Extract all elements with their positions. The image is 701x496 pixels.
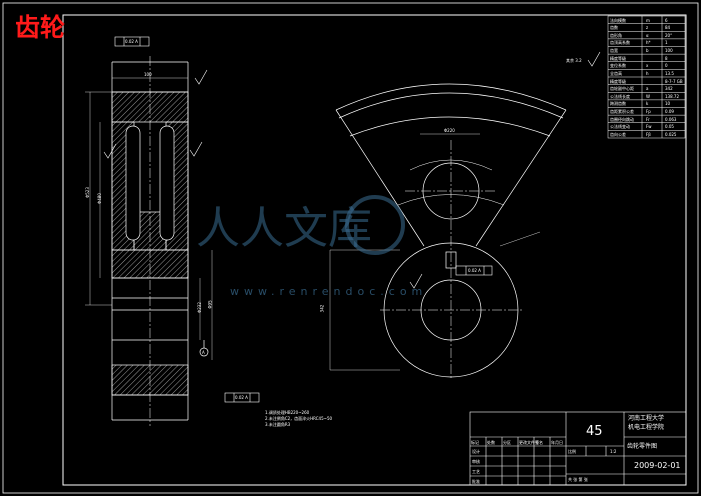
params-table-cell: Fr bbox=[646, 116, 650, 122]
dim-hub-diameter: Φ232 bbox=[196, 302, 202, 313]
params-table-cell: Fβ bbox=[646, 131, 651, 137]
watermark bbox=[345, 195, 405, 255]
params-table-cell: x bbox=[646, 63, 649, 69]
params-table-cell: k bbox=[646, 101, 649, 107]
params-table-cell: 6 bbox=[665, 17, 668, 23]
params-table-cell: 138.72 bbox=[665, 93, 679, 99]
title-block-row-label: 签名 bbox=[535, 440, 543, 445]
title-block-department: 机电工程学院 bbox=[628, 424, 665, 431]
title-block-role-label: 批准 bbox=[472, 479, 480, 484]
params-table-cell: 齿距累积公差 bbox=[610, 109, 634, 114]
params-table-cell: α bbox=[646, 32, 649, 38]
params-table-cell: a bbox=[646, 86, 649, 92]
tol-keyway-symmetry: 0.02 A bbox=[468, 268, 481, 273]
title-block-material: 45 bbox=[586, 424, 603, 439]
params-table-cell: 跨测齿数 bbox=[610, 101, 626, 107]
title-block-row-label: 年月日 bbox=[551, 440, 563, 445]
gear-sector-view bbox=[329, 83, 567, 380]
params-table-cell: 齿形角 bbox=[610, 32, 622, 38]
params-table-cell: 齿顶高系数 bbox=[610, 40, 630, 46]
params-table-cell: 齿圈径向跳动 bbox=[610, 116, 634, 122]
dim-root-diameter: Φ480 bbox=[96, 193, 102, 204]
params-table-cell: W bbox=[646, 93, 650, 99]
title-block-row-label: 处数 bbox=[487, 440, 495, 445]
title-block-drawing-name: 齿轮零件图 bbox=[627, 443, 658, 450]
tech-note-1: 1.调质处理HB220~260 bbox=[265, 410, 310, 415]
params-table-cell: 齿向公差 bbox=[610, 131, 626, 137]
dim-web-diameter: Φ220 bbox=[444, 128, 455, 133]
params-table-cell: 84 bbox=[665, 25, 671, 31]
title-block-scale-label: 比例 bbox=[568, 449, 576, 454]
params-table-cell: 公法线变动 bbox=[610, 124, 630, 130]
params-table-cell: 全齿高 bbox=[610, 70, 622, 76]
title-block bbox=[469, 411, 687, 486]
params-table-cell: 公法线长度 bbox=[610, 93, 630, 99]
params-table-cell: 法向模数 bbox=[610, 17, 626, 23]
params-table-cell: 0 bbox=[665, 63, 668, 69]
datum-a: A bbox=[202, 350, 205, 355]
params-table-cell: b bbox=[646, 48, 649, 53]
params-table-cell: 精度等级 bbox=[610, 55, 626, 61]
params-table-cell: 1 bbox=[665, 40, 668, 46]
roughness-global-note: 其余 3.2 bbox=[566, 58, 582, 63]
drawing-frame bbox=[62, 14, 687, 486]
params-table-cell: Fp bbox=[646, 109, 651, 114]
params-table-rows bbox=[608, 23, 685, 131]
params-table-cell: 精度等级 bbox=[610, 78, 626, 84]
dim-center-distance: 342 bbox=[319, 304, 325, 313]
params-table-cell: 0.063 bbox=[665, 116, 677, 122]
params-table-cell: 342 bbox=[665, 86, 673, 92]
dim-bore-diameter: Φ95 bbox=[207, 300, 213, 309]
drawing-title: 齿轮 bbox=[15, 13, 66, 42]
params-table-cell: h* bbox=[646, 40, 651, 46]
tolerance-frames bbox=[114, 36, 493, 403]
title-block-role-label: 工艺 bbox=[472, 469, 480, 474]
title-block-row-label: 分区 bbox=[503, 440, 511, 445]
params-table-cell: 20° bbox=[665, 32, 673, 38]
params-table-cell: h bbox=[646, 70, 649, 76]
title-block-row-label: 标记 bbox=[471, 440, 479, 445]
params-table-cell: 10 bbox=[665, 101, 671, 107]
tech-note-3: 3.未注圆角R3 bbox=[265, 422, 291, 427]
params-table-cell: Fw bbox=[646, 124, 652, 130]
title-block-university: 河南工程大学 bbox=[628, 415, 665, 422]
params-table-cell: 8 bbox=[665, 55, 668, 61]
params-table-cell: 0.05 bbox=[665, 124, 674, 130]
params-table-cell: 0.09 bbox=[665, 109, 674, 114]
watermark-url: www.renrendoc.com bbox=[230, 285, 428, 298]
dim-tip-diameter: Φ523 bbox=[84, 187, 90, 198]
tech-note-2: 2.未注倒角C2，齿面淬火HRC45~50 bbox=[265, 416, 333, 421]
title-block-role-label: 审核 bbox=[472, 459, 480, 464]
params-table-cell: 100 bbox=[665, 48, 673, 53]
title-block-date: 2009-02-01 bbox=[634, 461, 681, 470]
params-table-cell: 13.5 bbox=[665, 70, 674, 76]
roughness-symbols bbox=[103, 51, 601, 289]
dim-face-width: 100 bbox=[144, 72, 152, 77]
title-block-row-label: 更改文件号 bbox=[519, 440, 539, 445]
tol-hub-runout: 0.02 A bbox=[235, 395, 248, 400]
params-table-cell: 齿轮副中心距 bbox=[610, 86, 634, 92]
params-table-cell: m bbox=[646, 17, 650, 23]
watermark-text: 人人文库 bbox=[196, 203, 372, 254]
params-table-cell: 齿数 bbox=[610, 25, 618, 31]
title-block-scale-value: 1:2 bbox=[610, 449, 617, 454]
title-block-role-label: 设计 bbox=[472, 449, 480, 454]
params-table-cell: 齿宽 bbox=[610, 48, 618, 53]
title-block-sheet: 共 张 第 张 bbox=[568, 477, 588, 482]
params-table-cell: z bbox=[646, 25, 649, 31]
params-table-cell: 0.025 bbox=[665, 131, 677, 137]
tol-top-flatness: 0.02 A bbox=[125, 39, 138, 44]
cross-section-view bbox=[85, 56, 213, 426]
params-table-cell: 8-7-7 GB bbox=[665, 78, 683, 84]
params-table-cell: 变位系数 bbox=[610, 63, 626, 69]
